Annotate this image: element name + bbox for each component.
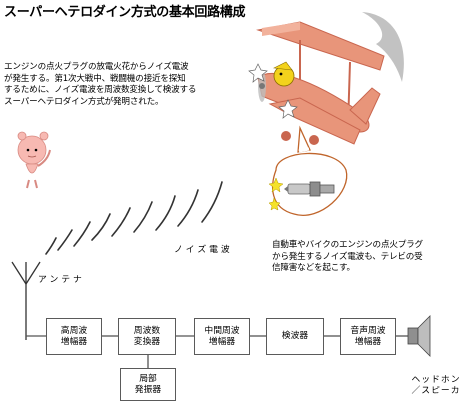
detector-block: 検波器 [266,318,324,355]
speaker-label: ヘッドホン ／スピーカ [411,375,461,396]
speaker-icon [407,315,431,357]
antenna-label: アンテナ [38,275,85,285]
intro-text: エンジンの点火プラグの放電火花からノイズ電波 が発生する。第1次大戦中、戦闘機の… [4,62,197,107]
signal-lines [26,335,408,368]
motion-swoosh [362,12,404,82]
frequency-converter-block: 周波数 変換器 [118,318,176,355]
local-oscillator-block: 局部 発振器 [120,368,176,401]
side-text: 自動車やバイクのエンジンの点火プラグ から発生するノイズ電波も、テレビの受 信障… [272,240,423,273]
rf-amplifier-block: 高周波 増幅器 [46,318,102,355]
audio-amplifier-block: 音声周波 増幅器 [340,318,396,355]
noise-wave-arcs [45,181,223,255]
noise-wave-label: ノイズ電波 [174,245,233,255]
if-amplifier-block: 中間周波 増幅器 [194,318,250,355]
spark-plug-bubble [268,125,348,216]
biplane-illustration [248,21,385,145]
page-title: スーパーヘテロダイン方式の基本回路構成 [4,5,246,20]
person-illustration [17,131,51,189]
antenna-symbol [11,261,41,340]
